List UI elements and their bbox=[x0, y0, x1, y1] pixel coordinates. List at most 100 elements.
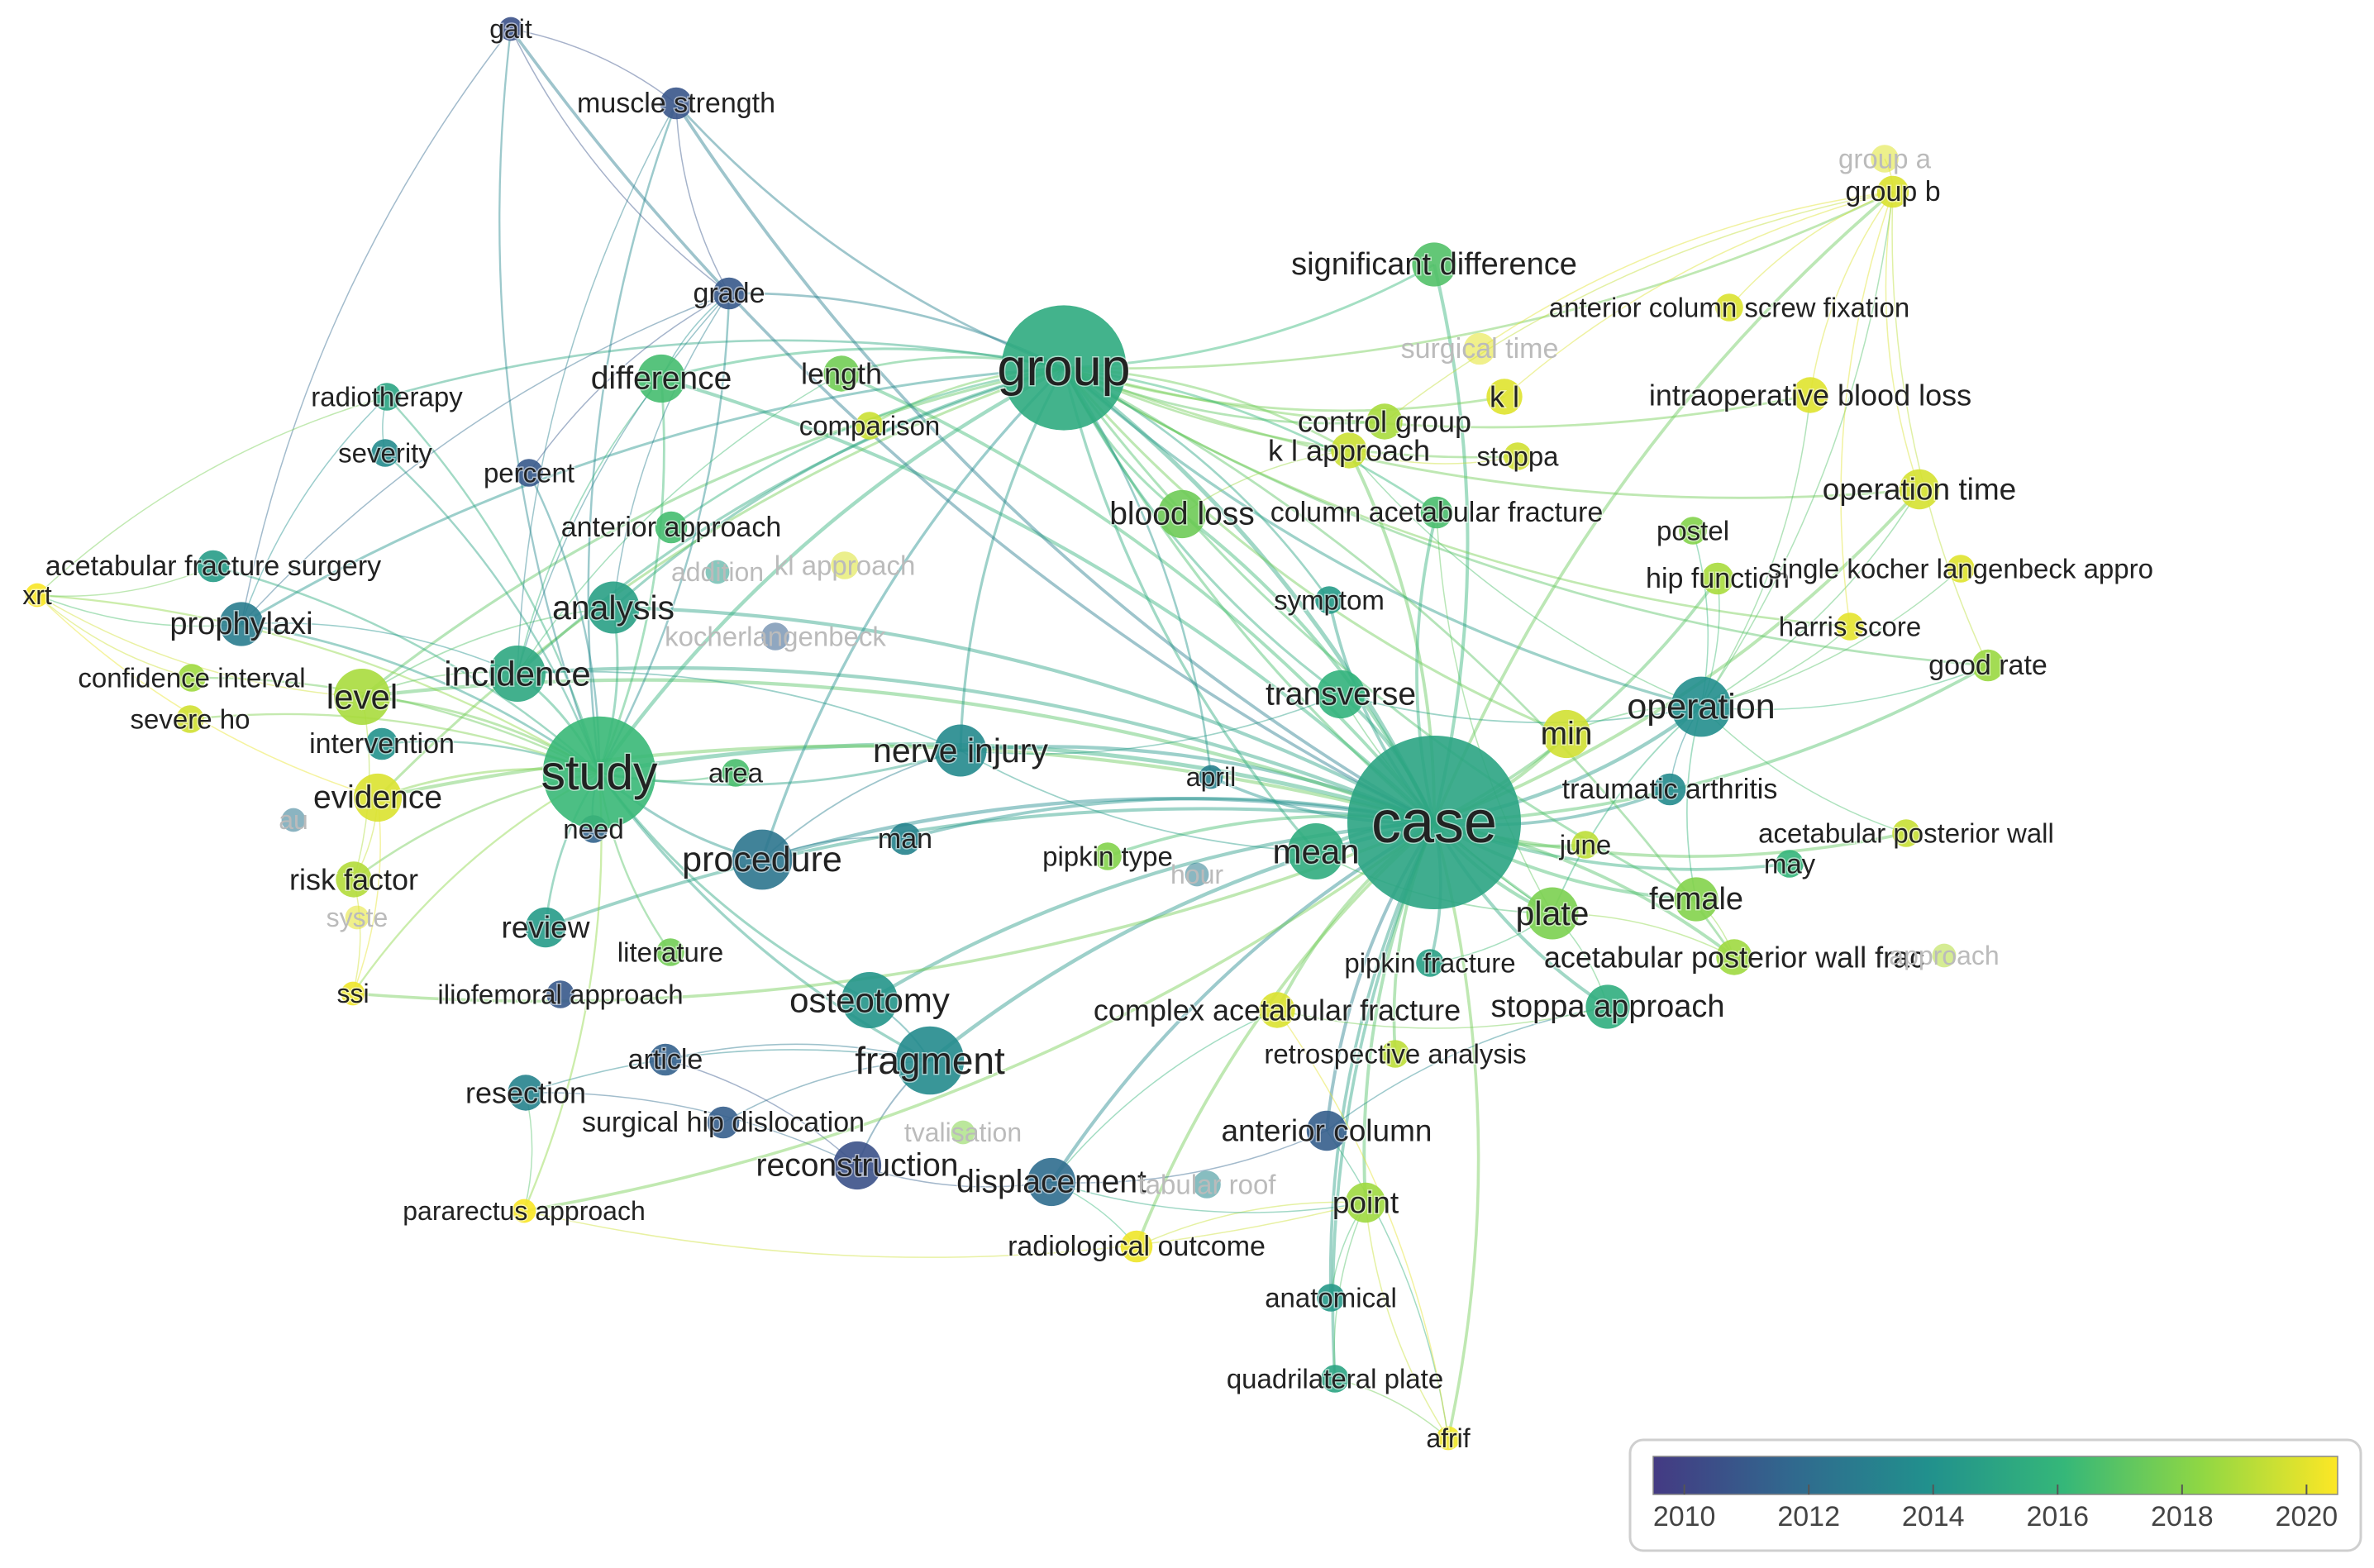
label-female[interactable]: female bbox=[1647, 881, 1744, 918]
label-muscle-strength[interactable]: muscle strength bbox=[576, 87, 777, 121]
node-retrospective-analysis[interactable] bbox=[1381, 1040, 1409, 1068]
node-operation[interactable] bbox=[1671, 676, 1732, 737]
node-surgical-time[interactable] bbox=[1463, 332, 1496, 365]
label-min[interactable]: min bbox=[1539, 715, 1594, 753]
label-osteotomy[interactable]: osteotomy bbox=[789, 979, 951, 1021]
label-procedure[interactable]: procedure bbox=[681, 839, 844, 881]
label-length[interactable]: length bbox=[799, 355, 883, 392]
label-comparison[interactable]: comparison bbox=[798, 409, 941, 442]
label-transverse[interactable]: transverse bbox=[1264, 675, 1417, 713]
node-review[interactable] bbox=[525, 907, 566, 948]
label-literature[interactable]: literature bbox=[616, 936, 724, 969]
node-length[interactable] bbox=[823, 355, 860, 392]
node-anatomical[interactable] bbox=[1317, 1284, 1345, 1312]
label-tvalisation[interactable]: tvalisation bbox=[904, 1118, 1022, 1147]
node-muscle-strength[interactable] bbox=[660, 87, 693, 120]
node-nerve-injury[interactable] bbox=[934, 724, 987, 777]
node-prophylaxi[interactable] bbox=[219, 602, 264, 646]
label-difference[interactable]: difference bbox=[589, 360, 733, 398]
node-addition[interactable] bbox=[705, 560, 730, 584]
node-hip-function[interactable] bbox=[1701, 562, 1734, 595]
label-group-b[interactable]: group b bbox=[1844, 175, 1942, 209]
label-anterior-column-screw-fixation[interactable]: anterior column screw fixation bbox=[1547, 291, 1911, 324]
node-risk-factor[interactable] bbox=[336, 861, 372, 898]
label-mean[interactable]: mean bbox=[1271, 831, 1361, 872]
label-au[interactable]: au bbox=[279, 805, 308, 835]
node-pipkin-type[interactable] bbox=[1094, 842, 1122, 870]
label-hip-function[interactable]: hip function bbox=[1645, 562, 1791, 596]
label-pipkin-fracture[interactable]: pipkin fracture bbox=[1343, 946, 1517, 979]
label-postel[interactable]: postel bbox=[1655, 514, 1730, 547]
node-acetabular-posterior-wall-frac[interactable] bbox=[1716, 939, 1752, 975]
node-iliofemoral-approach[interactable] bbox=[546, 980, 574, 1008]
label-addition[interactable]: addition bbox=[671, 557, 764, 587]
node-group-b[interactable] bbox=[1876, 175, 1909, 208]
label-point[interactable]: point bbox=[1331, 1184, 1400, 1221]
node-intervention[interactable] bbox=[365, 727, 398, 760]
node-group-a[interactable] bbox=[1871, 145, 1899, 173]
node-anterior-column[interactable] bbox=[1306, 1110, 1347, 1151]
label-symptom[interactable]: symptom bbox=[1273, 584, 1386, 617]
label-surgical-hip-dislocation[interactable]: surgical hip dislocation bbox=[580, 1106, 865, 1140]
label-complex-acetabular-fracture[interactable]: complex acetabular fracture bbox=[1092, 992, 1461, 1028]
label-level[interactable]: level bbox=[325, 676, 398, 717]
node-displacement[interactable] bbox=[1027, 1157, 1076, 1207]
node-evidence[interactable] bbox=[353, 773, 403, 822]
label-risk-factor[interactable]: risk factor bbox=[288, 861, 419, 898]
node-operation-time[interactable] bbox=[1899, 469, 1940, 510]
label-tabular-roof[interactable]: tabular roof bbox=[1138, 1170, 1277, 1200]
label-stoppa-approach[interactable]: stoppa approach bbox=[1490, 989, 1726, 1026]
node-ssi[interactable] bbox=[341, 981, 365, 1006]
label-june[interactable]: june bbox=[1557, 828, 1612, 861]
node-gait[interactable] bbox=[498, 17, 523, 41]
node-tvalisation[interactable] bbox=[951, 1120, 975, 1145]
node-anterior-approach[interactable] bbox=[655, 511, 688, 544]
label-plate[interactable]: plate bbox=[1514, 894, 1590, 934]
label-k-l-approach[interactable]: k l approach bbox=[1266, 432, 1431, 469]
node-single-kocher[interactable] bbox=[1947, 555, 1975, 583]
label-surgical-time[interactable]: surgical time bbox=[1401, 333, 1559, 365]
label-severe-ho[interactable]: severe ho bbox=[129, 703, 251, 736]
node-kl-approach[interactable] bbox=[831, 551, 859, 579]
label-traumatic-arthritis[interactable]: traumatic arthritis bbox=[1561, 773, 1779, 807]
node-resection[interactable] bbox=[508, 1075, 544, 1111]
label-study[interactable]: study bbox=[540, 745, 660, 802]
label-need[interactable]: need bbox=[562, 813, 625, 846]
label-kl-approach[interactable]: kl approach bbox=[775, 550, 916, 581]
label-retrospective-analysis[interactable]: retrospective analysis bbox=[1263, 1037, 1528, 1070]
label-hour[interactable]: hour bbox=[1170, 860, 1223, 889]
label-pipkin-type[interactable]: pipkin type bbox=[1042, 840, 1175, 873]
node-mean[interactable] bbox=[1288, 823, 1344, 879]
node-point[interactable] bbox=[1345, 1182, 1386, 1223]
node-xrt[interactable] bbox=[25, 583, 50, 608]
node-surgical-hip-dislocation[interactable] bbox=[707, 1106, 740, 1139]
label-radiotherapy[interactable]: radiotherapy bbox=[310, 380, 465, 413]
label-acetabular-posterior-wall[interactable]: acetabular posterior wall bbox=[1757, 817, 2056, 850]
node-acetabular-posterior-wall[interactable] bbox=[1892, 819, 1920, 847]
node-difference[interactable] bbox=[636, 354, 686, 403]
label-percent[interactable]: percent bbox=[482, 456, 575, 489]
label-harris-score[interactable]: harris score bbox=[1777, 610, 1922, 643]
node-au[interactable] bbox=[281, 808, 306, 832]
label-ssi[interactable]: ssi bbox=[336, 978, 370, 1010]
node-confidence-interval[interactable] bbox=[178, 664, 206, 692]
label-confidence-interval[interactable]: confidence interval bbox=[77, 661, 307, 694]
label-anatomical[interactable]: anatomical bbox=[1264, 1281, 1399, 1314]
node-man[interactable] bbox=[889, 822, 922, 855]
label-acetabular-posterior-wall-frac[interactable]: acetabular posterior wall frac bbox=[1542, 939, 1925, 975]
label-displacement[interactable]: displacement bbox=[956, 1163, 1148, 1201]
node-plate[interactable] bbox=[1526, 887, 1579, 940]
label-fragment[interactable]: fragment bbox=[854, 1038, 1007, 1084]
label-incidence[interactable]: incidence bbox=[443, 653, 592, 694]
label-case[interactable]: case bbox=[1370, 789, 1498, 857]
label-stoppa[interactable]: stoppa bbox=[1475, 440, 1561, 473]
label-radiological-outcome[interactable]: radiological outcome bbox=[1007, 1230, 1267, 1264]
node-pipkin-fracture[interactable] bbox=[1416, 949, 1444, 977]
node-traumatic-arthritis[interactable] bbox=[1653, 773, 1686, 806]
node-syste[interactable] bbox=[345, 905, 369, 930]
node-intraoperative-blood-loss[interactable] bbox=[1792, 377, 1828, 413]
node-june[interactable] bbox=[1571, 831, 1599, 859]
label-column-acetabular-fracture[interactable]: column acetabular fracture bbox=[1269, 496, 1604, 530]
node-blood-loss[interactable] bbox=[1157, 489, 1207, 539]
